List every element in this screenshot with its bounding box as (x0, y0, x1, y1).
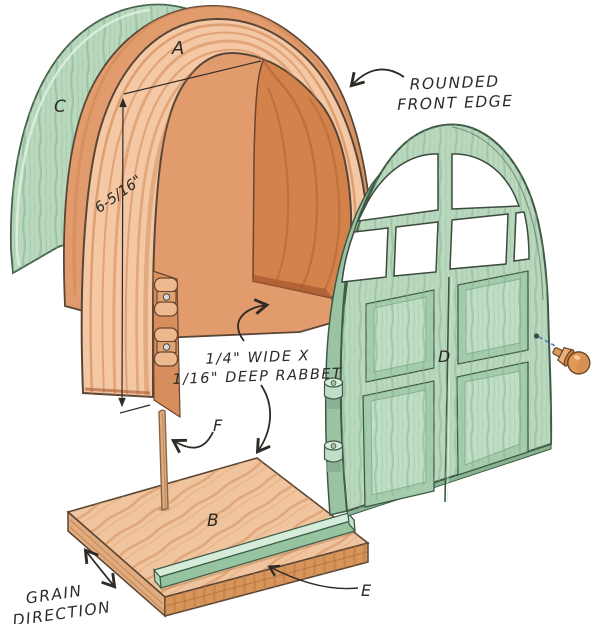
part-label-f: F (213, 416, 223, 435)
rabbet-strip-left (84, 387, 151, 395)
part-label-d: D (438, 347, 450, 366)
trim-strip-e (152, 511, 356, 591)
part-label-b: B (207, 511, 219, 531)
hinge-icon (153, 277, 179, 317)
arrow-rabbet-down (255, 384, 272, 454)
part-label-a: A (171, 38, 184, 59)
dowel-f (158, 409, 170, 512)
knob (552, 346, 591, 375)
arch-a (62, 5, 372, 419)
hinge-icon (323, 377, 344, 400)
callout-rounded-line1: ROUNDED (409, 72, 500, 93)
knob-guide-line (538, 336, 558, 348)
part-label-e: E (361, 581, 372, 600)
callout-rabbet-line2: 1/16" DEEP RABBET (172, 366, 343, 388)
hinge-icon (323, 440, 344, 463)
base-b (66, 457, 370, 618)
door-d (323, 123, 553, 517)
callout-rabbet-line1: 1/4" WIDE X (205, 348, 310, 368)
rabbet-strip (252, 275, 332, 298)
arrow-rounded-edge (349, 68, 405, 88)
back-panel-edge-highlight (15, 8, 151, 267)
arrow-grain-direction (83, 548, 117, 589)
door-rim-line (451, 126, 544, 301)
arrow-dowel-f (170, 431, 214, 454)
hinge-icon (153, 327, 179, 367)
arrow-trim-e (267, 564, 359, 590)
arrow-rabbet-up (237, 298, 270, 342)
knob-hole (533, 333, 540, 339)
part-label-c: C (54, 97, 66, 117)
door-window-panes (341, 153, 530, 283)
dimension-6-5-16 (118, 60, 262, 414)
callout-rounded-line2: FRONT EDGE (397, 92, 514, 114)
